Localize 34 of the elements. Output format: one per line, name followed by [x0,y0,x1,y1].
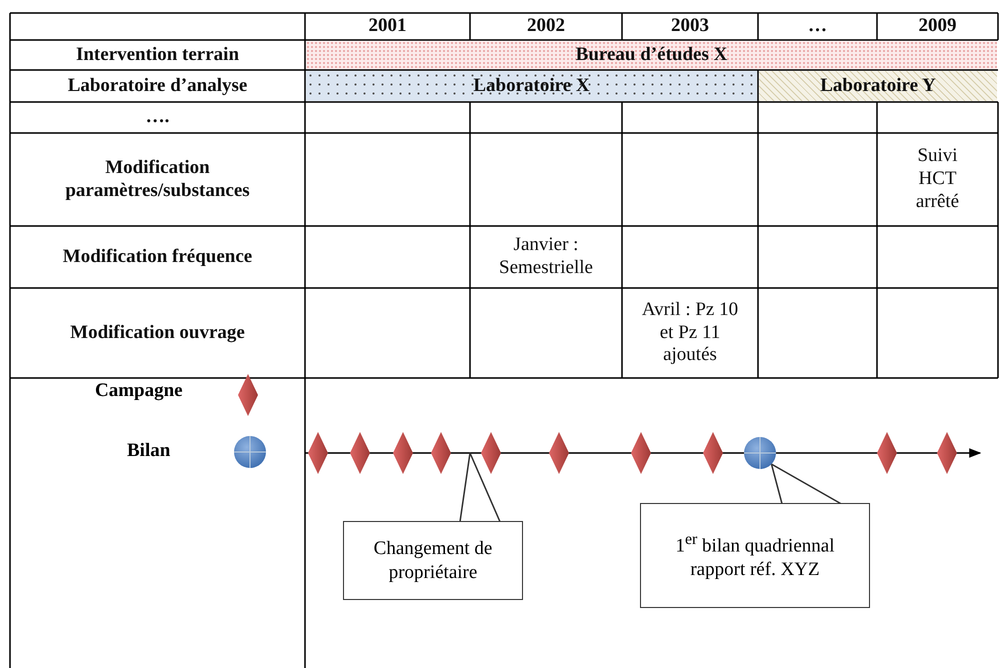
cell-text: Suivi HCT arrêté [914,145,960,214]
legend-label: Campagne [95,380,183,402]
bilan-marker [744,436,776,470]
cell-text: Janvier : Semestrielle [498,234,594,280]
row-header: …. [146,106,170,129]
campagne-marker [481,432,501,474]
campagne-marker [308,432,328,474]
campagne-marker [393,432,413,474]
row-header: Intervention terrain [76,44,240,66]
campagne-marker [549,432,569,474]
campagne-marker [631,432,651,474]
campagne-marker [877,432,897,474]
callout-pointer [770,463,842,504]
legend-label: Bilan [127,440,170,462]
shaded-bar: Laboratoire X [306,71,757,101]
campagne-marker [703,432,723,474]
year-header: 2009 [918,15,956,38]
callout-box: 1$^{er}$ bilan quadriennal rapport réf. XYZ [640,503,870,608]
row-header: Laboratoire d’analyse [68,74,248,98]
row-header: Modification paramètres/substances [64,156,251,202]
callout-box: Changement de propriétaire [343,521,523,600]
campagne-marker [937,432,957,474]
shaded-bar: Bureau d’études X [306,41,997,69]
campagne-marker [431,432,451,474]
shaded-bar: Laboratoire Y [759,71,997,101]
callout-pointer [459,452,501,522]
year-header: 2001 [368,15,406,38]
row-header: Modification ouvrage [70,322,245,344]
row-header: Modification fréquence [62,246,252,268]
cell-text: Avril : Pz 10 et Pz 11 ajoutés [640,298,740,368]
year-header: 2002 [527,15,565,38]
campagne-marker [350,432,370,474]
year-header: … [808,15,827,38]
year-header: 2003 [671,15,709,38]
